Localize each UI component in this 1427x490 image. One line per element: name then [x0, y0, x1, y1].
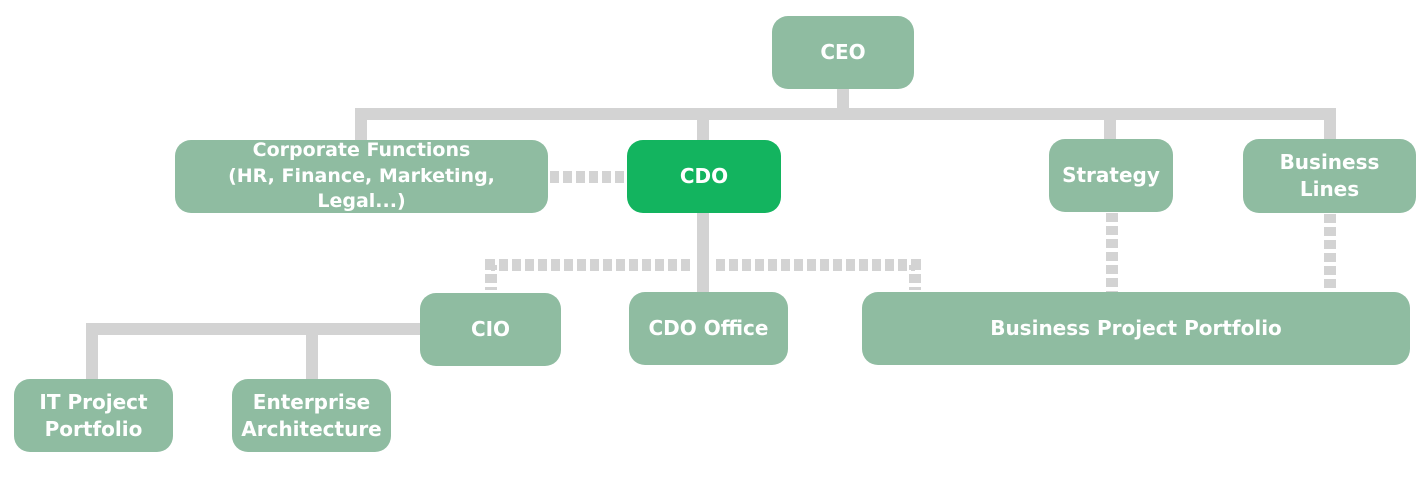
node-cdo-label: CDO — [679, 164, 729, 188]
node-strategy[interactable]: Strategy — [1049, 139, 1173, 212]
node-business-lines[interactable]: Business Lines — [1243, 139, 1416, 213]
node-corporate-functions[interactable]: Corporate Functions (HR, Finance, Market… — [175, 139, 548, 213]
node-it-project-portfolio[interactable]: IT Project Portfolio — [14, 379, 173, 452]
node-business-project-portfolio-label: Business Project Portfolio — [990, 316, 1282, 340]
node-cdo-office[interactable]: CDO Office — [629, 292, 788, 365]
node-enterprise-architecture[interactable]: Enterprise Architecture — [232, 379, 391, 452]
node-ceo-label: CEO — [820, 40, 866, 64]
node-enterprise-architecture-label: Enterprise Architecture — [241, 389, 382, 441]
node-ceo[interactable]: CEO — [772, 16, 914, 89]
node-business-project-portfolio[interactable]: Business Project Portfolio — [862, 292, 1410, 365]
node-cio-label: CIO — [470, 317, 511, 341]
node-it-project-portfolio-label: IT Project Portfolio — [39, 389, 148, 441]
node-cio[interactable]: CIO — [420, 293, 561, 366]
node-cdo[interactable]: CDO — [627, 140, 781, 213]
node-cdo-office-label: CDO Office — [648, 316, 769, 340]
node-strategy-label: Strategy — [1062, 163, 1160, 187]
node-business-lines-label: Business Lines — [1279, 150, 1380, 201]
node-corporate-functions-label: Corporate Functions (HR, Finance, Market… — [228, 139, 495, 213]
dotted-cdo-to-cio — [485, 259, 690, 290]
dotted-cdo-to-business-project-portfolio — [716, 259, 921, 290]
